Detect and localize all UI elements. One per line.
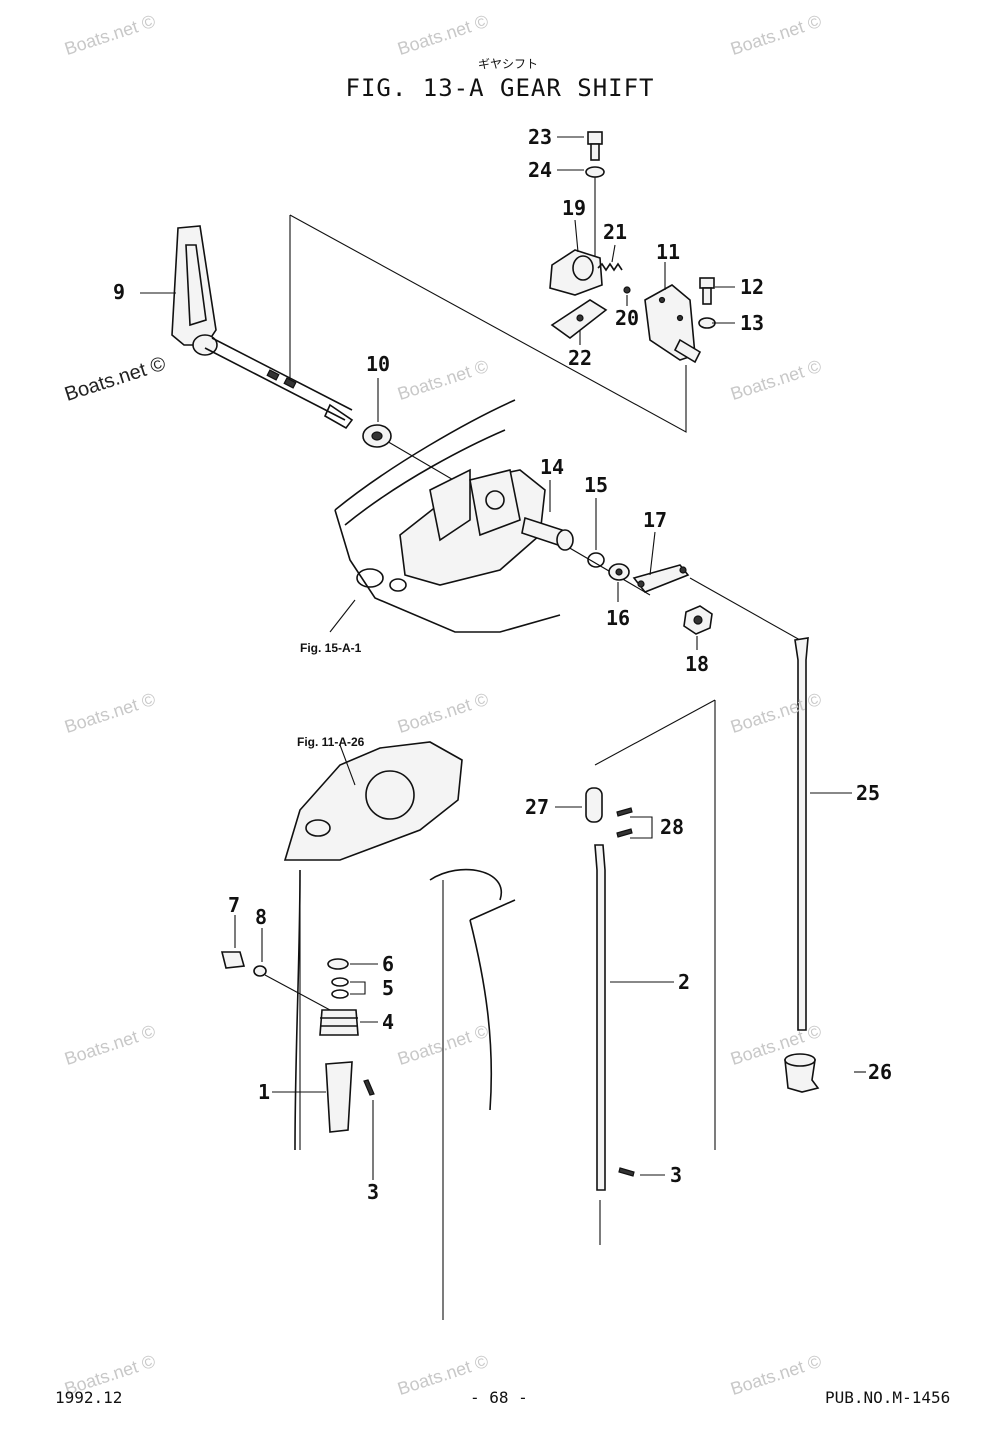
callout-5: 5 — [382, 976, 395, 1000]
part-22-plate — [550, 299, 608, 339]
callout-12: 12 — [740, 275, 765, 299]
part-26-grommet — [784, 1053, 820, 1093]
callout-10: 10 — [366, 352, 391, 376]
part-14-pivot-pin — [521, 480, 574, 551]
upper-housing-outline — [329, 399, 561, 633]
lower-casing-outline — [283, 741, 516, 1151]
callout-4: 4 — [382, 1010, 395, 1034]
part-1-lower-shift-rod — [325, 1061, 353, 1133]
callout-20: 20 — [615, 306, 640, 330]
callout-19: 19 — [562, 196, 587, 220]
part-28-screws — [616, 807, 633, 838]
callout-11: 11 — [656, 240, 681, 264]
part-23-bolt — [587, 131, 603, 161]
callout-25: 25 — [856, 781, 881, 805]
callout-6: 6 — [382, 952, 395, 976]
part-4-grommet — [319, 1009, 359, 1036]
part-8-washer — [253, 965, 267, 977]
part-18-nut — [683, 605, 713, 635]
callout-14: 14 — [540, 455, 565, 479]
part-19-bracket — [549, 249, 603, 296]
part-25-shift-rod — [794, 637, 809, 1031]
footer-date: 1992.12 — [55, 1388, 123, 1407]
ref-fig-15-a-1: Fig. 15-A-1 — [300, 641, 362, 655]
callout-3-right: 3 — [670, 1163, 683, 1187]
callout-28: 28 — [660, 815, 685, 839]
part-3-pin-right — [618, 1167, 635, 1177]
part-6-clip — [327, 958, 349, 970]
callout-16: 16 — [606, 606, 631, 630]
callout-2: 2 — [678, 970, 691, 994]
callout-26: 26 — [868, 1060, 893, 1084]
part-16-washer — [608, 563, 630, 581]
callout-8: 8 — [255, 905, 268, 929]
footer-page-number: - 68 - — [470, 1388, 528, 1407]
callout-1: 1 — [258, 1080, 271, 1104]
part-5-washers — [331, 977, 349, 999]
callout-17: 17 — [643, 508, 668, 532]
callout-13: 13 — [740, 311, 765, 335]
callout-leaders — [140, 136, 866, 1180]
callout-7: 7 — [228, 893, 241, 917]
callout-24: 24 — [528, 158, 553, 182]
callout-27: 27 — [525, 795, 550, 819]
part-17-link-plate — [632, 564, 690, 593]
callout-22: 22 — [568, 346, 593, 370]
part-15-clip — [587, 552, 605, 568]
part-10-collar — [362, 424, 392, 448]
part-7-screw — [220, 951, 246, 969]
part-9-shift-lever — [171, 225, 354, 430]
assembly-guide-lines — [289, 175, 801, 1320]
callout-15: 15 — [584, 473, 609, 497]
part-11-shift-bracket — [644, 284, 702, 364]
part-3-pin-left — [363, 1079, 375, 1096]
footer-pub-number: PUB.NO.M-1456 — [825, 1388, 951, 1407]
title-japanese: ギヤシフト — [478, 57, 539, 71]
part-27-joint — [585, 787, 603, 823]
callout-21: 21 — [603, 220, 628, 244]
part-2-shift-rod-lower — [594, 844, 606, 1191]
ref-fig-11-a-26: Fig. 11-A-26 — [297, 735, 365, 749]
figure-title: FIG. 13-A GEAR SHIFT — [345, 74, 655, 102]
part-24-washer — [585, 166, 605, 178]
callout-18: 18 — [685, 652, 710, 676]
part-21-spring — [597, 262, 623, 272]
callout-9: 9 — [113, 280, 126, 304]
callout-23: 23 — [528, 125, 553, 149]
part-20-pin — [623, 286, 631, 294]
callout-3-left: 3 — [367, 1180, 380, 1204]
part-12-screw — [699, 277, 715, 305]
